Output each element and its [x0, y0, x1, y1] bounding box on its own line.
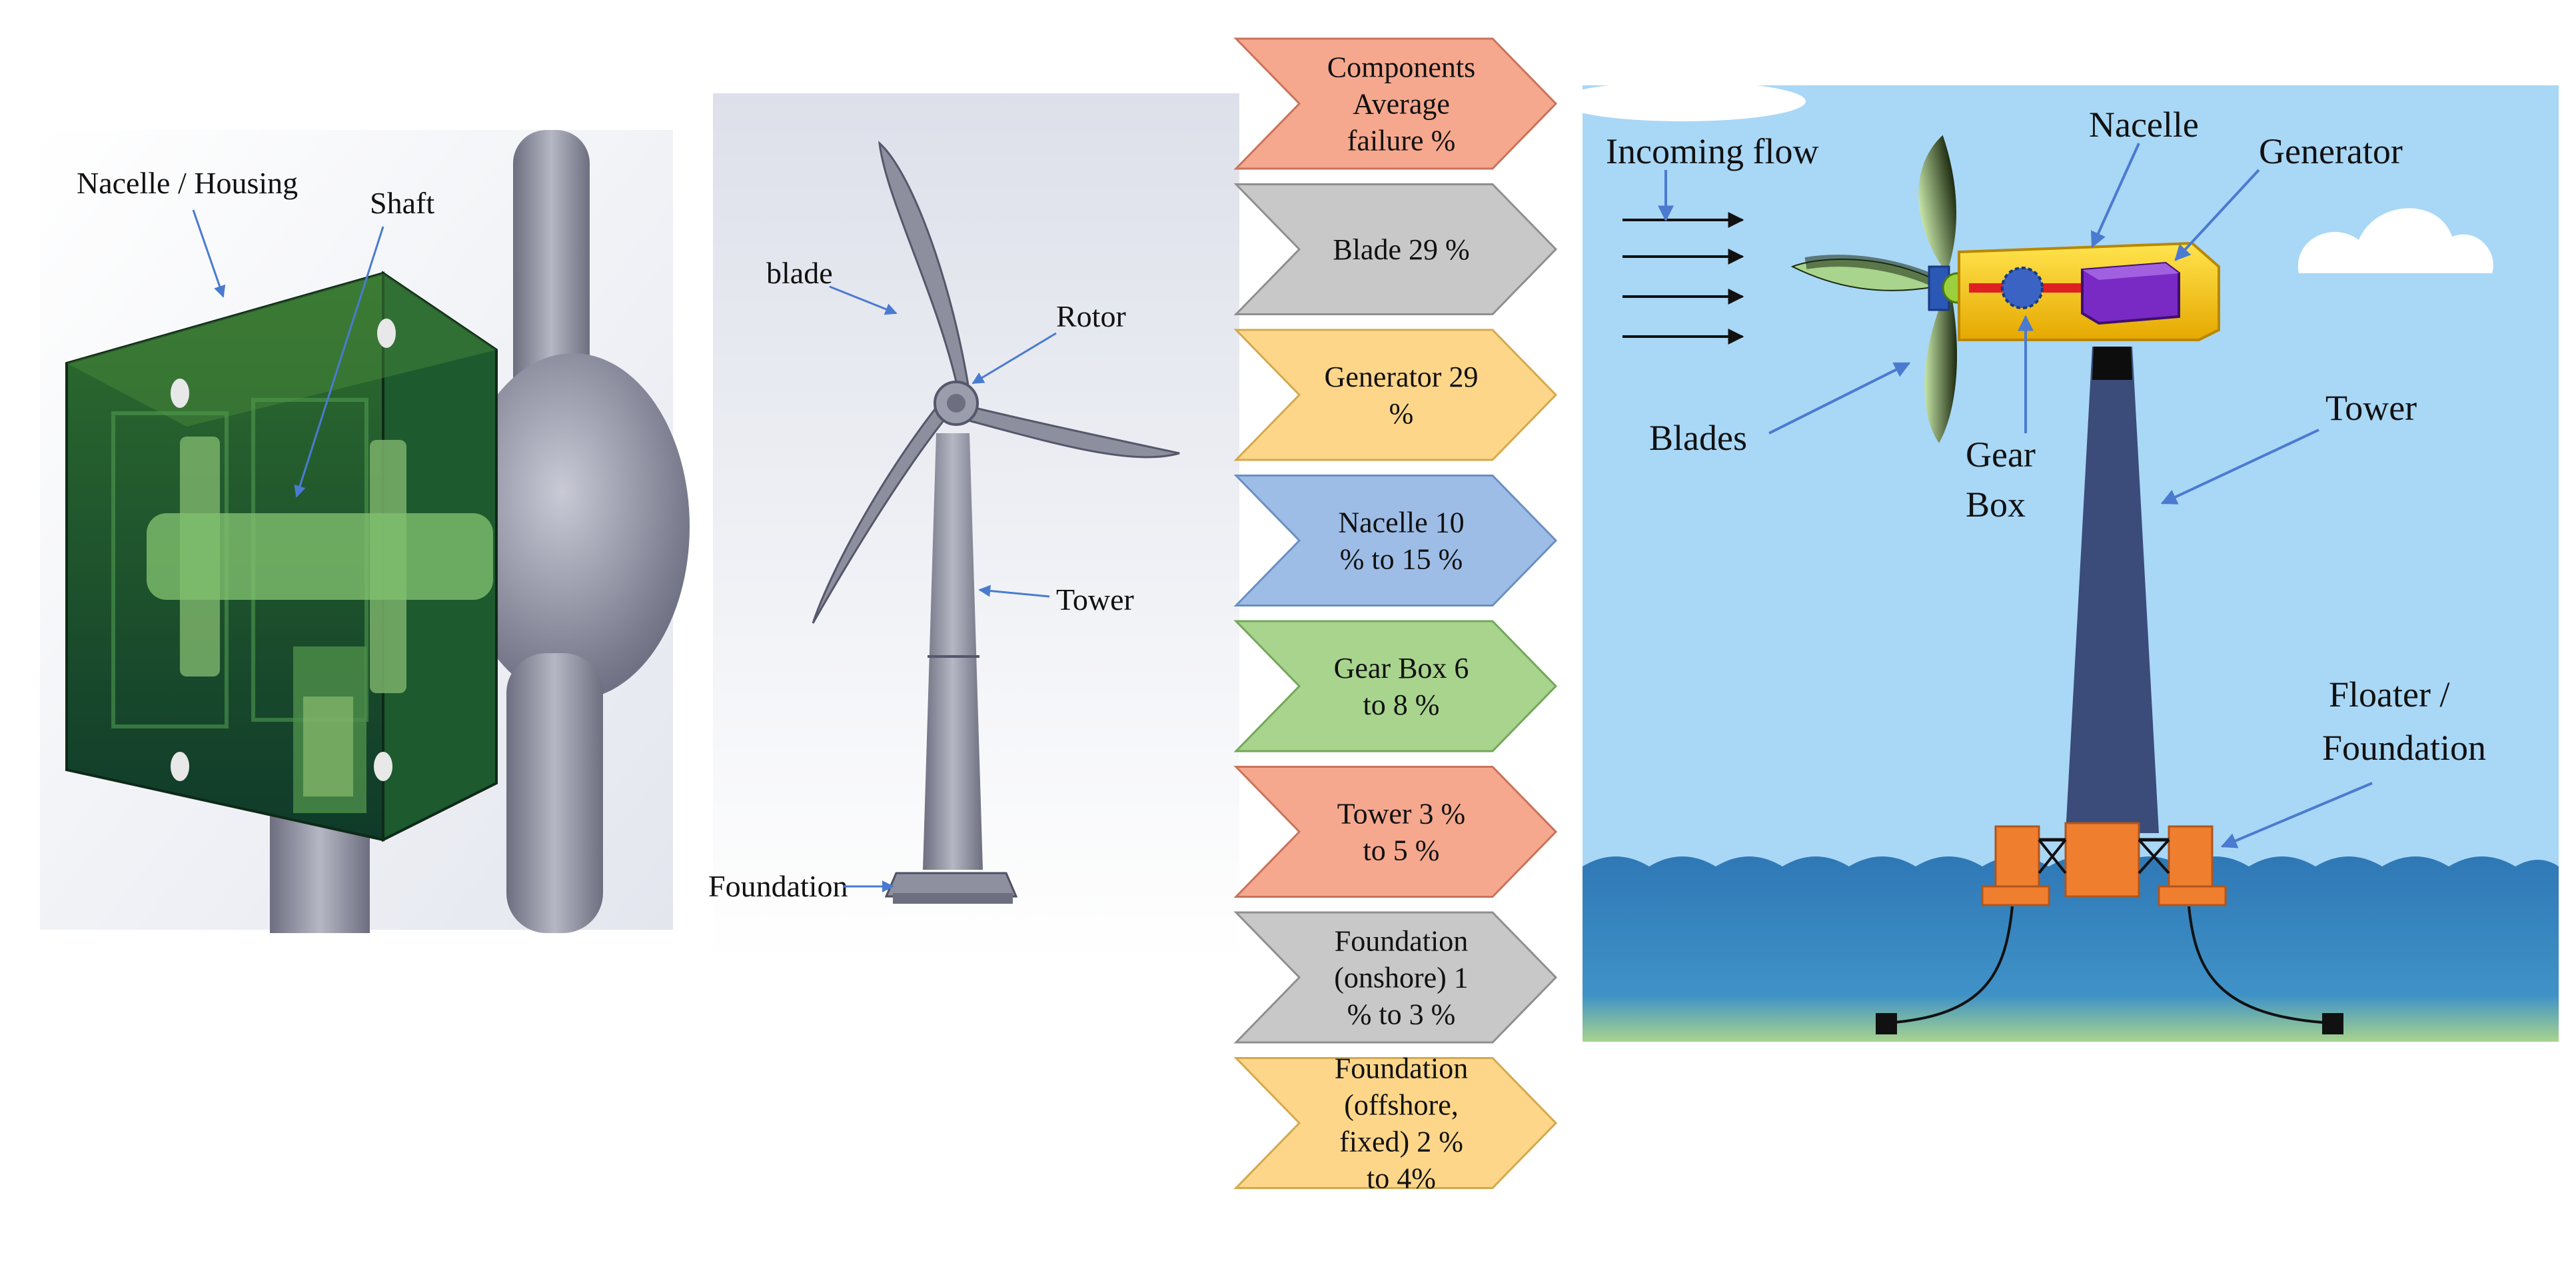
- label-blades: Blades: [1649, 418, 1747, 458]
- chevron-2-line-1: %: [1389, 397, 1414, 430]
- chevron-1-line-0: Blade 29 %: [1333, 233, 1469, 266]
- chevron-0-line-1: Average: [1353, 88, 1450, 121]
- label-generator: Generator: [2259, 131, 2403, 171]
- chevron-2-line-0: Generator 29: [1325, 361, 1479, 393]
- arrow-generator: [2174, 169, 2260, 261]
- label-foundation-model: Foundation: [708, 869, 848, 903]
- nacelle-cutaway-panel: [40, 130, 690, 933]
- arrow-nacelle: [2090, 143, 2140, 249]
- chevron-0-line-0: Components: [1327, 51, 1475, 84]
- label-foundation: Foundation: [2322, 728, 2486, 768]
- chevron-3-line-1: % to 15 %: [1340, 543, 1463, 576]
- label-floater: Floater /: [2329, 674, 2449, 714]
- arrow-tower-model: [978, 585, 1050, 598]
- label-tower: Tower: [2325, 388, 2417, 428]
- label-box: Box: [1966, 485, 2026, 525]
- label-gear: Gear: [1966, 435, 2036, 475]
- chevron-5: [1233, 766, 1558, 898]
- chevron-0-line-2: failure %: [1347, 125, 1455, 157]
- arrow-blades: [1768, 362, 1911, 435]
- chevron-5-line-0: Tower 3 %: [1337, 798, 1465, 830]
- chevron-1: [1233, 183, 1558, 315]
- chevron-6-line-1: (onshore) 1: [1334, 962, 1469, 994]
- label-shaft: Shaft: [370, 186, 434, 220]
- label-rotor: Rotor: [1056, 299, 1126, 333]
- label-tower-model: Tower: [1056, 583, 1134, 617]
- chevron-4-line-0: Gear Box 6: [1334, 652, 1469, 684]
- chevron-7-line-0: Foundation: [1335, 1052, 1468, 1085]
- chevron-6-line-2: % to 3 %: [1347, 998, 1456, 1031]
- chevron-6: [1233, 911, 1558, 1044]
- arrow-tower: [2160, 429, 2319, 505]
- turbine-model-panel: [713, 93, 1239, 963]
- chevron-7-line-1: (offshore,: [1344, 1089, 1458, 1122]
- chevron-3: [1233, 475, 1558, 607]
- chevron-2: [1233, 329, 1558, 461]
- label-nacelle: Nacelle: [2089, 105, 2199, 145]
- arrow-shaft: [294, 226, 384, 498]
- chevron-4: [1233, 620, 1558, 752]
- chevron-0: [1233, 37, 1558, 170]
- chevron-7: [1233, 1057, 1558, 1189]
- label-nacelle-housing: Nacelle / Housing: [77, 166, 298, 200]
- chevron-6-line-0: Foundation: [1335, 925, 1468, 958]
- arrow-floater: [2220, 782, 2373, 848]
- label-blade: blade: [766, 256, 833, 290]
- chevron-3-line-0: Nacelle 10: [1338, 507, 1464, 539]
- arrow-housing: [192, 209, 226, 298]
- chevron-7-line-3: to 4%: [1367, 1162, 1436, 1195]
- chevron-4-line-1: to 8 %: [1363, 688, 1440, 721]
- chevron-5-line-1: to 5 %: [1363, 834, 1440, 867]
- label-incoming-flow: Incoming flow: [1606, 131, 1818, 171]
- arrow-rotor: [971, 332, 1057, 385]
- arrow-blade: [829, 285, 898, 315]
- chevron-7-line-2: fixed) 2 %: [1339, 1126, 1463, 1158]
- offshore-turbine-panel: [1559, 81, 2559, 1042]
